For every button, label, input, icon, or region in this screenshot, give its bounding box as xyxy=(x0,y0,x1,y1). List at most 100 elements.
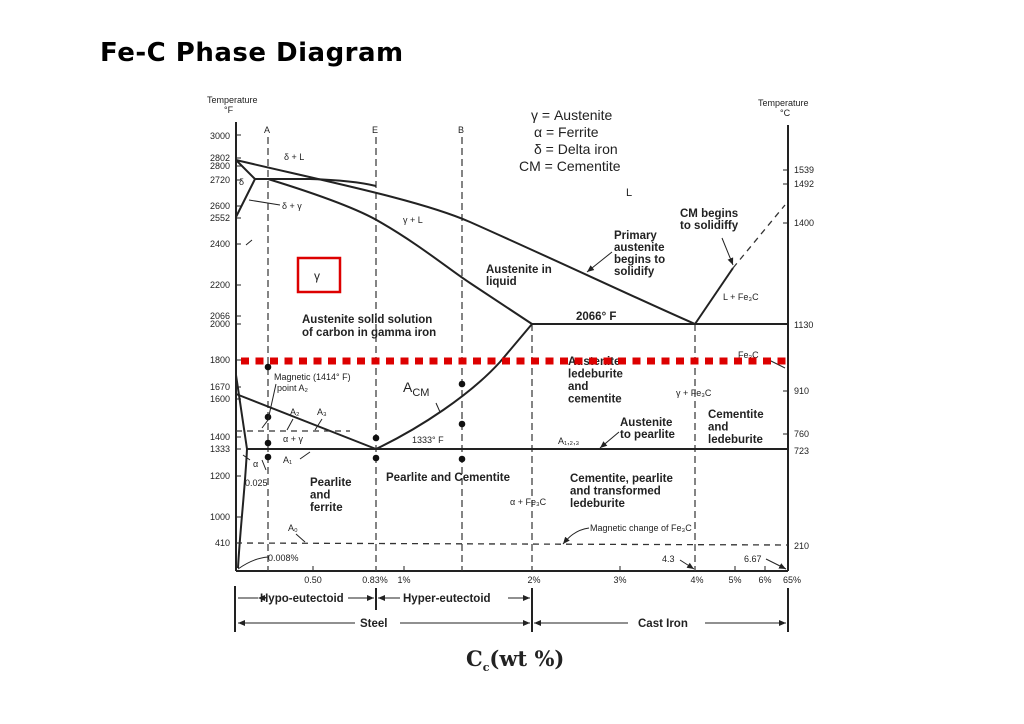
label-magnetic-point: Magnetic (1414° F)point A₂ xyxy=(274,372,351,393)
label-liquid: L xyxy=(626,187,632,199)
marked-points xyxy=(264,363,466,463)
left-axis-unit: °F xyxy=(224,105,234,115)
right-ticks: 1539 1492 1400 1130 910 760 723 210 xyxy=(794,165,814,551)
pointer xyxy=(237,556,269,570)
x-axis-label-main: C xyxy=(466,646,483,671)
label-0025: 0.025 xyxy=(245,478,268,488)
tick-label: 0.50 xyxy=(304,575,322,585)
x-axis-label-unit: (wt %) xyxy=(489,646,565,671)
page-title: Fe-C Phase Diagram xyxy=(100,38,404,68)
tick-label: 1670 xyxy=(210,382,230,392)
label-delta-l: δ + L xyxy=(284,152,304,162)
tick-label: 1600 xyxy=(210,394,230,404)
label-gamma-l: γ + L xyxy=(403,215,423,225)
cementite-liquidus-dashed xyxy=(732,204,786,269)
pointer-arrow xyxy=(562,527,590,545)
label-hypo-eutectoid: Hypo-eutectoid xyxy=(260,593,344,605)
tick-label: 2200 xyxy=(210,280,230,290)
gamma-highlight-box xyxy=(296,256,342,294)
label-fe3c: Fe₃C xyxy=(738,350,759,360)
pointer-arrow xyxy=(679,559,695,570)
tick-label: 1492 xyxy=(794,179,814,189)
tick-label: 210 xyxy=(794,541,809,551)
x-tick-marks xyxy=(312,566,766,571)
tick-label: 1% xyxy=(397,575,410,585)
label-alpha: α xyxy=(253,459,258,469)
label-0008: 0.008% xyxy=(268,553,299,563)
tick-label: 723 xyxy=(794,446,809,456)
tick-label: 2552 xyxy=(210,213,230,223)
marker-e: E xyxy=(372,125,378,135)
tick-label: 1000 xyxy=(210,512,230,522)
label-pearlite-cementite: Pearlite and Cementite xyxy=(386,472,510,484)
marker-a: A xyxy=(264,125,270,135)
tick-label: 65% xyxy=(783,575,801,585)
label-acm: ACM xyxy=(403,379,429,399)
label-hyper-eutectoid: Hyper-eutectoid xyxy=(403,593,491,605)
tick-label: 4% xyxy=(690,575,703,585)
a3-line xyxy=(235,393,377,450)
legend-item: CM = Cementite xyxy=(519,158,621,174)
right-axis-title: Temperature xyxy=(758,98,809,108)
tick-label: 2600 xyxy=(210,201,230,211)
peritectic-line xyxy=(255,178,377,187)
pointer-arrow xyxy=(721,237,734,266)
ferrite-solvus xyxy=(235,374,249,569)
pointer xyxy=(261,383,277,429)
tick-label: 3% xyxy=(613,575,626,585)
tick-label: 0.83% xyxy=(362,575,388,585)
solidus-line xyxy=(267,178,533,325)
legend-item: α = Ferrite xyxy=(534,124,599,140)
label-a123: A₁,₂,₃ xyxy=(558,436,580,446)
tick-label: 2% xyxy=(527,575,540,585)
pointer-arrow xyxy=(586,251,613,273)
tick-label: 2400 xyxy=(210,239,230,249)
tick-label: 1800 xyxy=(210,355,230,365)
legend-item: δ = Delta iron xyxy=(534,141,618,157)
tick-label: 2800 xyxy=(210,161,230,171)
phase-boundaries xyxy=(235,159,789,569)
label-gamma: γ xyxy=(314,269,320,283)
tick-label: 1200 xyxy=(210,471,230,481)
label-alpha-gamma: α + γ xyxy=(283,434,303,444)
label-a0: A₀ xyxy=(288,523,298,533)
tick-label: 3000 xyxy=(210,131,230,141)
pointer xyxy=(286,418,323,431)
tick-label: 410 xyxy=(215,538,230,548)
tick-label: 1400 xyxy=(210,432,230,442)
label-magnetic-fe3c: Magnetic change of Fe₃C xyxy=(590,523,692,533)
label-667: 6.67 xyxy=(744,554,762,564)
pointer xyxy=(435,402,441,413)
composition-lines xyxy=(267,137,696,571)
pointer xyxy=(295,533,306,543)
tick-label: 1400 xyxy=(794,218,814,228)
right-axis-unit: °C xyxy=(780,108,791,118)
tick-label: 2000 xyxy=(210,319,230,329)
label-gamma-fe3c: γ + Fe₃C xyxy=(676,388,712,398)
x-axis-label-sub: c xyxy=(482,661,490,675)
marker-b: B xyxy=(458,125,464,135)
composition-ranges xyxy=(234,586,789,632)
label-43: 4.3 xyxy=(662,554,675,564)
label-alpha-fe3c: α + Fe₃C xyxy=(510,497,547,507)
pointer xyxy=(242,454,267,471)
x-ticks: 0.50 0.83% 1% 2% 3% 4% 5% 6% 65% xyxy=(304,575,801,585)
label-cast-iron: Cast Iron xyxy=(638,618,688,630)
tick-label: 760 xyxy=(794,429,809,439)
tick-label: 910 xyxy=(794,386,809,396)
legend: γ = Austenite α = Ferrite δ = Delta iron… xyxy=(519,107,621,174)
cementite-liquidus xyxy=(694,267,734,325)
legend-item: γ = Austenite xyxy=(531,107,613,123)
label-1333f: 1333° F xyxy=(412,435,444,445)
tick-label: 2066 xyxy=(210,311,230,321)
tick-label: 6% xyxy=(758,575,771,585)
pointer xyxy=(299,451,311,460)
pointer xyxy=(245,199,281,246)
